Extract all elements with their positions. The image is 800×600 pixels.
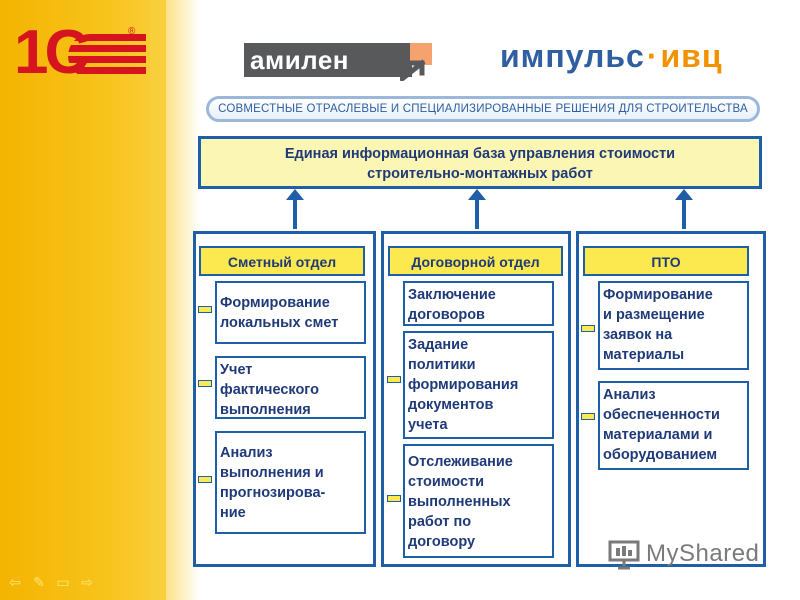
logo-1c: 1С ® [10,20,150,90]
bullet-marker-icon [198,476,212,483]
arrow-left-icon[interactable]: ⇦ [9,575,21,591]
main-box-line-1: Единая информационная база управления ст… [284,146,676,162]
task-line: ние [220,505,246,521]
task-box: Задание политики формирования документов… [403,331,554,439]
watermark-text: MyShared [646,540,760,567]
logo-impuls-text: импульс [500,38,645,74]
main-database-box: Единая информационная база управления ст… [198,136,762,189]
task-line: оборудованием [603,447,718,463]
task-line: прогнозирова- [220,485,326,501]
task-line: Формирование [220,295,330,311]
logo-amilen-bar [244,43,412,77]
task-line: Учет [220,362,253,378]
department-header-estimates: Сметный отдел [199,246,365,276]
slide-navigation: ⇦ ✎ ▭ ⇨ [8,572,94,594]
bullet-marker-icon [198,380,212,387]
logo-amilen: амилен [244,43,436,81]
arrow-right-icon[interactable]: ⇨ [81,575,93,591]
logo-ivc-text: ивц [660,38,723,74]
task-box: Формирование и размещение заявок на мате… [598,281,749,370]
task-line: Формирование [603,287,713,303]
task-line: материалами и [603,427,713,443]
bullet-marker-icon [581,325,595,332]
task-line: материалы [603,347,685,363]
task-line: Анализ [603,387,656,403]
task-line: выполненных [408,494,511,510]
task-line: договоров [408,307,485,323]
task-line: выполнения и [220,465,324,481]
task-box: Анализ обеспеченности материалами и обор… [598,381,749,470]
presentation-screen-icon [608,540,640,570]
logo-impuls-separator: · [646,38,659,74]
left-strip-fade [150,0,200,600]
logo-amilen-text: амилен [250,45,350,75]
bullet-marker-icon [387,376,401,383]
task-box: Формирование локальных смет [215,281,366,344]
bullet-marker-icon [387,495,401,502]
department-header-contracts: Договорной отдел [388,246,563,276]
task-line: Задание [408,337,469,353]
logo-1c-text: 1С [14,18,89,87]
arrow-up-icon [674,189,694,229]
logo-amilen-arrow-icon [400,59,426,81]
pen-icon[interactable]: ✎ [33,575,45,591]
task-line: договору [408,534,476,550]
main-box-line-2: строительно-монтажных работ [367,166,593,182]
task-line: работ по [408,514,472,530]
task-line: политики [408,357,476,373]
task-line: фактического [220,382,320,398]
department-header-pto: ПТО [583,246,749,276]
task-line: документов [408,397,494,413]
logo-impuls-ivc: импульс·ивц [500,34,760,78]
watermark: MyShared [608,536,768,570]
task-box: Отслеживание стоимости выполненных работ… [403,444,554,558]
logo-amilen-square [410,43,432,65]
arrow-up-icon [467,189,487,229]
logo-1c-registered-mark: ® [128,26,136,37]
task-line: локальных смет [220,315,339,331]
bullet-marker-icon [581,413,595,420]
left-decorative-strip [0,0,166,600]
task-line: стоимости [408,474,485,490]
tagline-banner: СОВМЕСТНЫЕ ОТРАСЛЕВЫЕ И СПЕЦИАЛИЗИРОВАНН… [206,96,760,122]
task-line: формирования [408,377,519,393]
task-line: учета [408,417,448,433]
task-box: Заключение договоров [403,281,554,326]
task-line: и размещение [603,307,705,323]
task-line: Заключение [408,287,496,303]
task-line: выполнения [220,402,311,418]
slide-menu-icon[interactable]: ▭ [56,575,70,591]
task-box: Анализ выполнения и прогнозирова- ние [215,431,366,534]
logo-1c-stripes [68,34,146,78]
task-line: обеспеченности [603,407,720,423]
task-box: Учет фактического выполнения [215,356,366,419]
arrow-up-icon [285,189,305,229]
task-line: заявок на [603,327,673,343]
task-line: Отслеживание [408,454,513,470]
bullet-marker-icon [198,306,212,313]
task-line: Анализ [220,445,273,461]
